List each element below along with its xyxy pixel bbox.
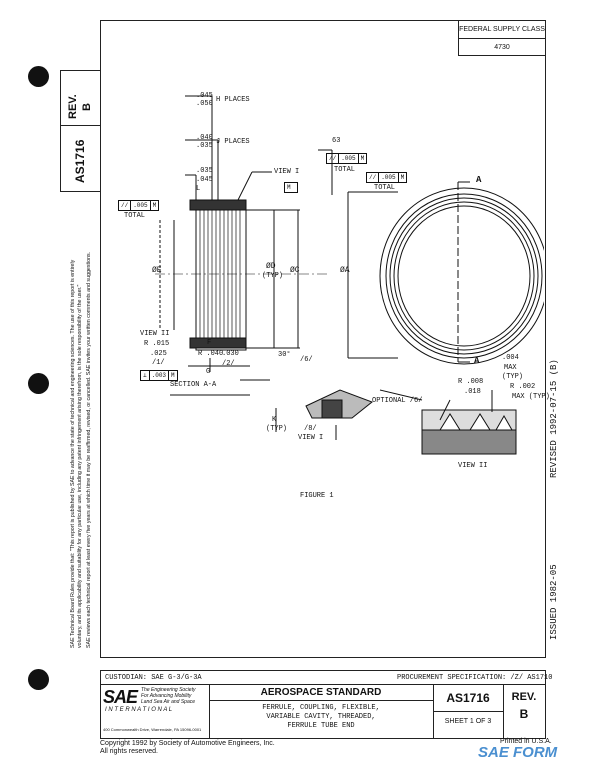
dia-d-typ: (TYP): [262, 272, 284, 280]
view-ii-label: VIEW II: [458, 462, 488, 470]
r-015: R .015: [144, 340, 170, 348]
datum-m: M: [284, 182, 298, 193]
sheet-number: SHEET 1 OF 3: [444, 718, 492, 725]
side-header-box: REV. B AS1716: [60, 70, 101, 192]
ferrule-drawing: [155, 95, 544, 455]
dia-e: ØE: [152, 266, 162, 275]
note-1: /1/: [152, 359, 165, 367]
dim-030: .030: [222, 350, 239, 358]
rev-cell: REV. B: [503, 685, 545, 738]
figure-caption: FIGURE 1: [300, 492, 334, 500]
section-arrow-top: A: [476, 175, 482, 185]
sae-international: I N T E R N A T I O N A L: [105, 707, 173, 713]
side-rev-label: REV.: [67, 94, 79, 119]
dim-h1: .045: [196, 92, 213, 100]
sae-logo: SAE: [103, 687, 138, 707]
custodian: CUSTODIAN: SAE G-3/G-3A: [105, 674, 202, 682]
binder-hole: [28, 669, 49, 690]
dim-j1: .040: [196, 134, 213, 142]
fsc-label: FEDERAL SUPPLY CLASS: [459, 21, 545, 39]
dim-018: .018: [464, 388, 481, 396]
dim-h-places: H PLACES: [216, 96, 250, 104]
printed-in: Printed in U.S.A.: [500, 738, 552, 745]
dia-a: ØA: [340, 266, 350, 275]
rev-value: B: [519, 707, 529, 721]
view-ii-callout: VIEW II: [140, 330, 170, 338]
side-notice-line3: SAE reviews each technical report at lea…: [86, 251, 92, 648]
total-left: TOTAL: [124, 212, 146, 220]
binder-hole: [28, 66, 49, 87]
sae-address: 400 Commonwealth Drive, Warrendale, PA 1…: [103, 727, 202, 732]
k-typ: (TYP): [266, 425, 288, 433]
doc-number: AS1716: [433, 685, 503, 712]
f-label: F: [207, 339, 212, 347]
drawing-frame: [100, 20, 546, 658]
dia-c: ØC: [290, 266, 300, 275]
note-2: /2/: [222, 360, 235, 368]
title-cell: AEROSPACE STANDARD FERRULE, COUPLING, FL…: [209, 685, 434, 738]
dim-l1: .035: [196, 167, 213, 175]
fsc-value: 4730: [494, 44, 510, 51]
desc-line1: FERRULE, COUPLING, FLEXIBLE,: [262, 704, 380, 712]
k-label: K: [272, 416, 277, 424]
total-top: TOTAL: [334, 166, 356, 174]
view-i-label: VIEW I: [298, 434, 324, 442]
side-doc-number: AS1716: [73, 139, 87, 183]
rev-label: REV.: [511, 691, 537, 703]
copyright-line2: All rights reserved.: [100, 748, 158, 755]
side-notice-line2: voluntary, and its applicability and sui…: [77, 284, 83, 648]
doc-number-cell: AS1716 SHEET 1 OF 3: [433, 685, 504, 738]
standard-title: AEROSPACE STANDARD: [209, 685, 433, 701]
optional-note: OPTIONAL /6/: [372, 397, 423, 405]
desc-line3: FERRULE TUBE END: [287, 722, 355, 730]
dim-j-places: J PLACES: [216, 138, 250, 146]
section-arrow-bottom: A: [474, 356, 480, 366]
total-right: TOTAL: [374, 184, 396, 192]
section-a-a: SECTION A-A: [170, 381, 217, 389]
desc-line2: VARIABLE CAVITY, THREADED,: [266, 713, 376, 721]
view-i-callout: VIEW I: [274, 168, 300, 176]
r-002: R .002: [510, 383, 536, 391]
copyright-line1: Copyright 1992 by Society of Automotive …: [100, 740, 275, 747]
dim-004-max: MAX: [504, 364, 517, 372]
federal-supply-class-box: FEDERAL SUPPLY CLASS 4730: [458, 21, 545, 56]
dim-004: .004: [502, 354, 519, 362]
r-040: R .040: [198, 350, 224, 358]
issued-date: ISSUED 1982-05: [549, 564, 559, 640]
note-6: /6/: [300, 356, 313, 364]
r-002-max-typ: MAX (TYP): [512, 393, 550, 401]
dia-d: ØD: [266, 262, 276, 271]
revised-date: REVISED 1992-07-15 (B): [549, 359, 559, 478]
r-008: R .008: [458, 378, 484, 386]
dim-l: L: [196, 185, 201, 193]
dim-004-typ: (TYP): [502, 373, 524, 381]
side-rev-value: B: [81, 103, 93, 111]
dim-j2: .035: [196, 142, 213, 150]
dim-h2: .050: [196, 100, 213, 108]
angle-30: 30°: [278, 351, 291, 359]
note-8: /8/: [304, 425, 317, 433]
dim-025: .025: [150, 350, 167, 358]
custodian-strip: CUSTODIAN: SAE G-3/G-3A PROCUREMENT SPEC…: [100, 670, 552, 685]
side-notice-line1: SAE Technical Board Rules provide that: …: [70, 259, 76, 648]
binder-hole: [28, 373, 49, 394]
finish-63: 63: [332, 137, 341, 145]
dim-l2: .045: [196, 176, 213, 184]
g-label: G: [206, 368, 211, 376]
procurement-spec: PROCUREMENT SPECIFICATION: /Z/ AS1710: [397, 674, 553, 682]
sae-form-stamp: SAE FORM: [478, 744, 558, 761]
